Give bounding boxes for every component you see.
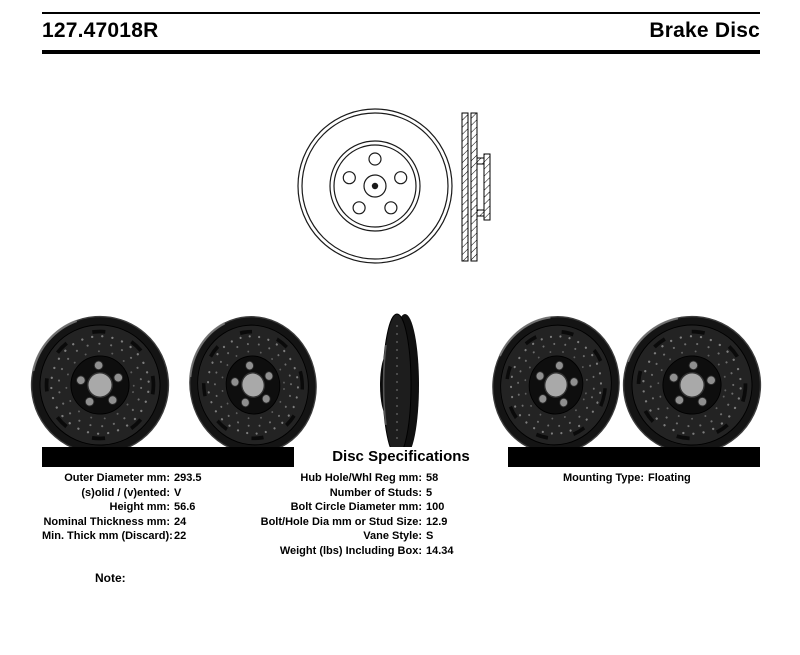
spec-row: (s)olid / (v)ented: V — [42, 486, 257, 501]
spec-row: Bolt/Hole Dia mm or Stud Size: 12.9 — [250, 515, 530, 530]
spec-row: Hub Hole/Whl Reg mm: 58 — [250, 471, 530, 486]
spec-value: 22 — [174, 530, 187, 543]
spec-value: 293.5 — [174, 472, 202, 484]
spec-row: Nominal Thickness mm: 24 — [42, 515, 257, 530]
spec-column-middle: Hub Hole/Whl Reg mm: 58 Number of Studs:… — [250, 471, 530, 559]
spec-label: Min. Thick mm (Discard): — [42, 530, 173, 543]
rotor-photo-3 — [360, 305, 440, 465]
spec-value: S — [426, 530, 434, 543]
spec-label: Nominal Thickness mm: — [43, 515, 170, 528]
rotor-photo-5 — [617, 310, 767, 460]
spec-label: Bolt Circle Diameter mm: — [290, 501, 422, 514]
spec-row: Min. Thick mm (Discard): 22 — [42, 529, 257, 544]
section-title: Disc Specifications — [294, 447, 508, 467]
spec-label: Weight (lbs) Including Box: — [279, 544, 422, 557]
spec-row: Outer Diameter mm: 293.5 — [42, 471, 257, 486]
spec-label: Number of Studs: — [329, 486, 422, 499]
spec-value: 12.9 — [426, 515, 448, 528]
spec-value: Floating — [648, 472, 691, 484]
header: 127.47018R Brake Disc — [42, 19, 760, 43]
spec-label: (s)olid / (v)ented: — [81, 486, 170, 499]
spec-value: 5 — [426, 486, 433, 499]
note-label: Note: — [95, 571, 126, 585]
spec-value: 24 — [174, 515, 187, 528]
spec-value: 56.6 — [174, 501, 196, 514]
spec-label: Mounting Type: — [562, 472, 644, 484]
spec-column-left: Outer Diameter mm: 293.5 (s)olid / (v)en… — [42, 471, 257, 544]
product-title: Brake Disc — [649, 19, 760, 42]
part-number: 127.47018R — [42, 19, 159, 42]
spec-value: V — [174, 486, 182, 499]
spec-column-right: Mounting Type: Floating — [552, 471, 762, 486]
rotor-photo-4 — [481, 310, 631, 460]
rotor-photo-1 — [25, 310, 175, 460]
spec-label: Vane Style: — [363, 530, 422, 543]
cross-section-drawing — [458, 110, 504, 264]
spec-row: Height mm: 56.6 — [42, 500, 257, 515]
disc-specifications-bar: Disc Specifications — [42, 447, 760, 467]
front-view-drawing — [296, 107, 454, 265]
spec-label: Outer Diameter mm: — [64, 472, 170, 484]
spec-row: Number of Studs: 5 — [250, 486, 530, 501]
spec-row: Bolt Circle Diameter mm: 100 — [250, 500, 530, 515]
header-rule-bottom — [42, 50, 760, 54]
spec-label: Hub Hole/Whl Reg mm: — [300, 472, 422, 484]
spec-value: 58 — [426, 472, 439, 484]
rotor-photo-2 — [178, 310, 328, 460]
spec-row: Weight (lbs) Including Box: 14.34 — [250, 544, 530, 559]
header-rule-top — [42, 12, 760, 14]
spec-label: Height mm: — [109, 501, 171, 514]
spec-row: Vane Style: S — [250, 529, 530, 544]
spec-label: Bolt/Hole Dia mm or Stud Size: — [260, 515, 422, 528]
spec-row: Mounting Type: Floating — [552, 471, 762, 486]
spec-value: 100 — [426, 501, 445, 514]
spec-value: 14.34 — [426, 544, 454, 557]
